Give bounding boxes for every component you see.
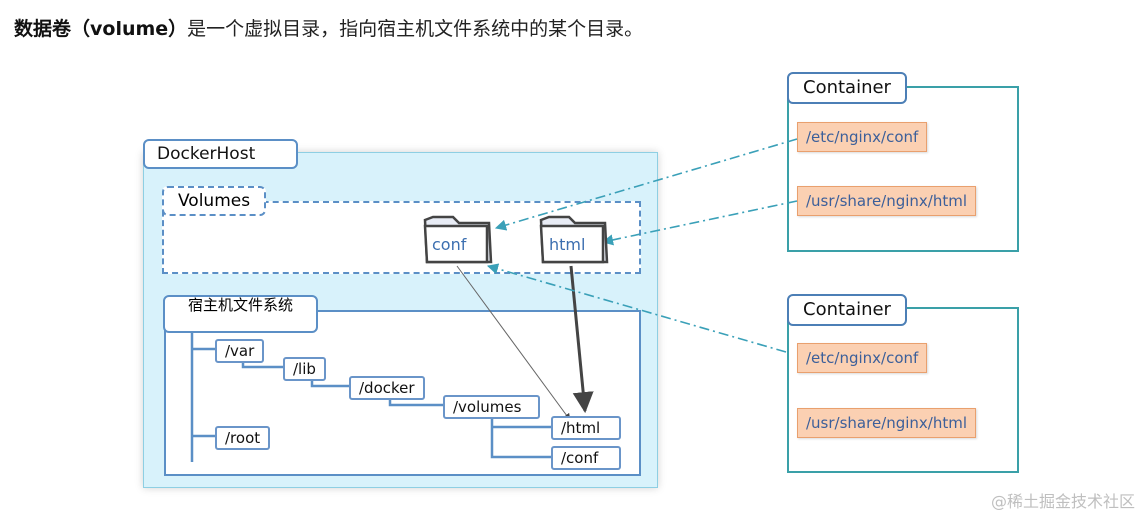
c2-conf-link (486, 263, 787, 353)
container-box-2 (787, 307, 1019, 473)
heading-bold: 数据卷（volume） (14, 18, 188, 40)
node-volumes: /volumes (443, 395, 540, 419)
conf-link-line (456, 265, 571, 421)
volumes-label: Volumes (162, 186, 267, 216)
container-2-path-html: /usr/share/nginx/html (797, 408, 977, 438)
folder-conf-label: conf (432, 235, 467, 254)
tree-lines (190, 333, 552, 462)
c1-html-link (601, 200, 798, 246)
node-conf: /conf (551, 446, 621, 470)
node-root: /root (215, 426, 271, 450)
folder-html-label: html (549, 235, 586, 254)
c1-conf-link (494, 138, 798, 231)
container-label-1: Container (787, 72, 907, 104)
folder-icon (539, 215, 609, 264)
folder-icon (423, 215, 493, 264)
heading-text: 是一个虚拟目录，指向宿主机文件系统中的某个目录。 (187, 18, 644, 40)
container-2-path-conf: /etc/nginx/conf (797, 343, 928, 373)
container-box-1 (787, 86, 1019, 252)
docker-host-label: DockerHost (143, 139, 298, 169)
html-link-line (569, 265, 594, 414)
host-fs-label: 宿主机文件系统 (163, 295, 318, 333)
node-var: /var (215, 339, 265, 363)
watermark: @稀土掘金技术社区 (990, 492, 1135, 511)
container-1-path-html: /usr/share/nginx/html (797, 186, 977, 216)
node-html: /html (551, 416, 621, 440)
node-lib: /lib (283, 357, 326, 381)
container-1-path-conf: /etc/nginx/conf (797, 122, 928, 152)
node-docker: /docker (349, 376, 425, 400)
container-label-2: Container (787, 294, 907, 326)
heading: 数据卷（volume）是一个虚拟目录，指向宿主机文件系统中的某个目录。 (14, 14, 643, 41)
